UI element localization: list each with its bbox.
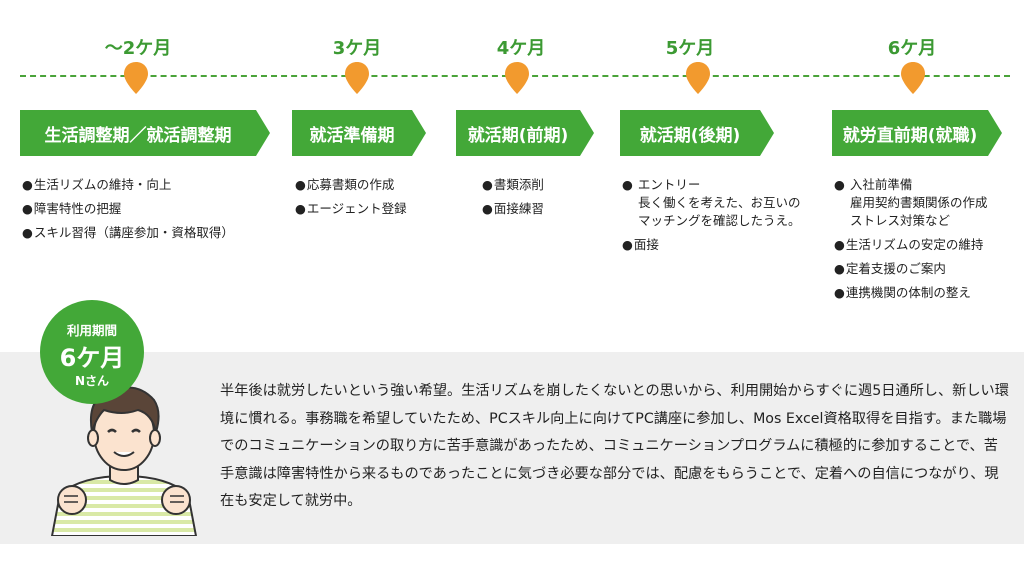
map-pin-icon [345, 62, 369, 94]
list-item: 書類添削 [482, 176, 544, 194]
list-item: 応募書類の作成 [295, 176, 407, 194]
phase-items: 生活リズムの維持・向上 障害特性の把握 スキル習得（講座参加・資格取得） [22, 176, 234, 248]
list-item: 定着支援のご案内 [834, 260, 988, 278]
phase-month: 〜2ケ月 [104, 38, 172, 59]
list-item: 障害特性の把握 [22, 200, 234, 218]
list-item: 入社前準備 雇用契約書類関係の作成 ストレス対策など [834, 176, 988, 230]
phase-items: 書類添削 面接練習 [482, 176, 544, 224]
map-pin-icon [901, 62, 925, 94]
map-pin-icon [124, 62, 148, 94]
list-item: 面接練習 [482, 200, 544, 218]
timeline: 〜2ケ月 生活調整期／就活調整期 生活リズムの維持・向上 障害特性の把握 スキル… [0, 0, 1024, 340]
phase-items: 入社前準備 雇用契約書類関係の作成 ストレス対策など 生活リズムの安定の維持 定… [834, 176, 988, 308]
list-item: 生活リズムの維持・向上 [22, 176, 234, 194]
phase-label: 就活準備期 [292, 110, 426, 156]
phase-month: 5ケ月 [665, 38, 715, 59]
phase-month: 6ケ月 [887, 38, 937, 59]
prep-label: 入社前準備 [849, 177, 913, 192]
list-item: スキル習得（講座参加・資格取得） [22, 224, 234, 242]
phase-items: 応募書類の作成 エージェント登録 [295, 176, 407, 224]
entry-note: マッチングを確認したうえ。 [638, 213, 801, 228]
phase-month: 3ケ月 [332, 38, 382, 59]
phase-label: 就労直前期(就職) [832, 110, 1002, 156]
list-item: エージェント登録 [295, 200, 407, 218]
list-item: 面接 [622, 236, 801, 254]
prep-note: 雇用契約書類関係の作成 [850, 195, 988, 210]
map-pin-icon [505, 62, 529, 94]
phase-label: 生活調整期／就活調整期 [20, 110, 270, 156]
phase-month: 4ケ月 [496, 38, 546, 59]
story-text: 半年後は就労したいという強い希望。生活リズムを崩したくないとの思いから、利用開始… [220, 383, 1009, 509]
badge-duration: 6ケ月 [59, 344, 125, 372]
list-item: エントリー 長く働くを考えた、お互いの マッチングを確認したうえ。 [622, 176, 801, 230]
badge-name: Nさん [74, 374, 110, 388]
entry-note: 長く働くを考えた、お互いの [638, 195, 801, 210]
map-pin-icon [686, 62, 710, 94]
badge-title: 利用期間 [66, 323, 117, 338]
entry-label: エントリー [637, 177, 701, 192]
list-item: 生活リズムの安定の維持 [834, 236, 988, 254]
phase-label: 就活期(後期) [620, 110, 774, 156]
list-item: 連携機関の体制の整え [834, 284, 988, 302]
person-illustration [50, 386, 198, 536]
prep-note: ストレス対策など [850, 213, 951, 228]
usage-period-badge: 利用期間 6ケ月 Nさん [40, 300, 144, 404]
phase-label: 就活期(前期) [456, 110, 594, 156]
phase-items: エントリー 長く働くを考えた、お互いの マッチングを確認したうえ。 面接 [622, 176, 801, 260]
